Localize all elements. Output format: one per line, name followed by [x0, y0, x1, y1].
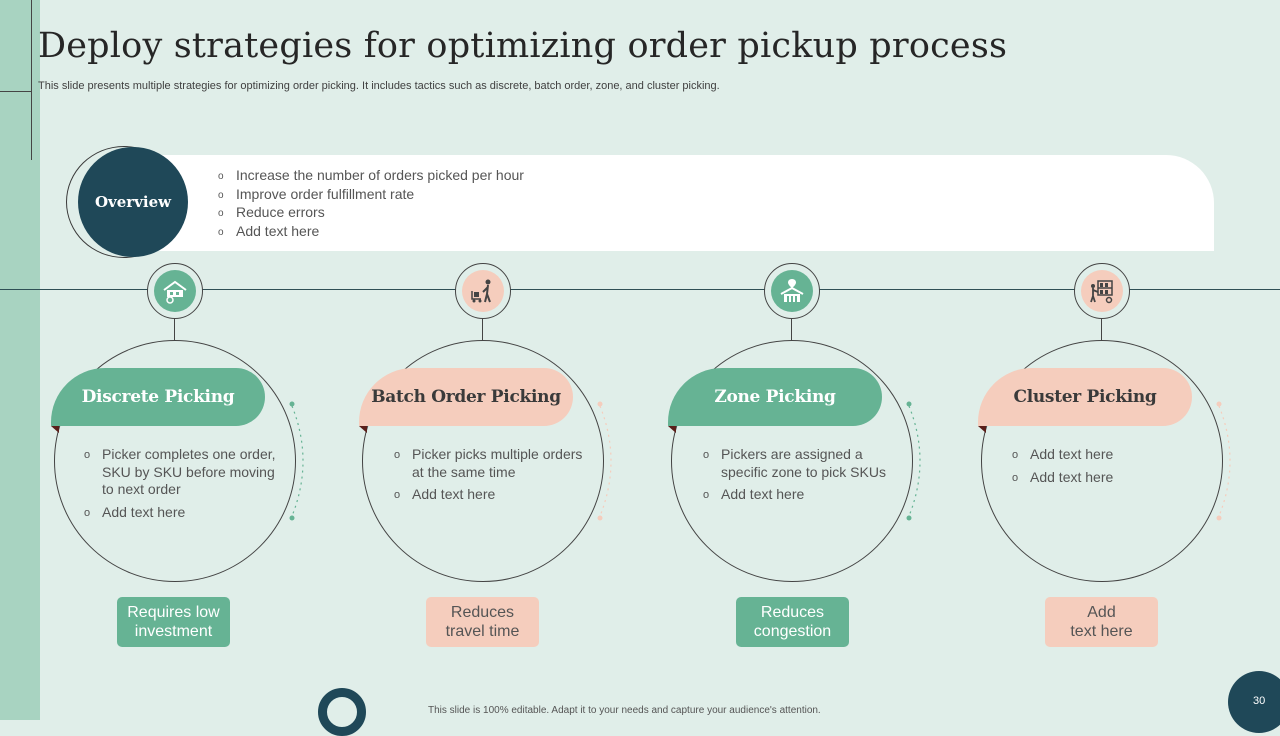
strategy-point: Add text here	[1012, 469, 1208, 487]
corner-vertical-line	[31, 0, 32, 160]
slide-subtitle: This slide presents multiple strategies …	[38, 80, 720, 92]
corner-horizontal-line	[0, 91, 32, 92]
benefit-pill: Requires low investment	[117, 597, 230, 647]
strategy-point: Add text here	[703, 486, 899, 504]
dotted-arc-decoration	[906, 401, 921, 521]
overview-label: Overview	[94, 193, 172, 211]
strategy-title-tab: Zone Picking	[668, 368, 882, 426]
strategy-point: Add text here	[394, 486, 590, 504]
strategy-circle-cluster	[981, 340, 1223, 582]
strategy-stem	[1101, 319, 1102, 341]
strategy-point: Picker picks multiple orders at the same…	[394, 446, 590, 481]
strategy-title-tab: Discrete Picking	[51, 368, 265, 426]
tab-fold	[668, 426, 676, 433]
dotted-arc-decoration	[289, 401, 304, 521]
strategy-points: Pickers are assigned a specific zone to …	[703, 446, 899, 509]
benefit-pill: Add text here	[1045, 597, 1158, 647]
benefit-text: Reduces congestion	[753, 604, 832, 640]
tab-fold	[51, 426, 59, 433]
strategy-point: Picker completes one order, SKU by SKU b…	[84, 446, 280, 499]
page-number: 30	[1253, 695, 1266, 707]
strategy-node-zone	[764, 263, 820, 319]
strategy-node-discrete	[147, 263, 203, 319]
overview-banner	[118, 155, 1214, 251]
tab-fold	[359, 426, 367, 433]
strategy-point: Add text here	[1012, 446, 1208, 464]
strategy-stem	[482, 319, 483, 341]
zone-building-icon	[780, 279, 804, 302]
warehouse-icon	[163, 280, 187, 304]
strategy-title: Discrete Picking	[81, 387, 235, 407]
benefit-pill: Reduces congestion	[736, 597, 849, 647]
strategy-node-cluster	[1074, 263, 1130, 319]
benefit-pill: Reduces travel time	[426, 597, 539, 647]
benefit-text: Add text here	[1070, 604, 1133, 640]
tab-fold	[978, 426, 986, 433]
strategy-point: Add text here	[84, 504, 280, 522]
benefit-text: Reduces travel time	[445, 604, 520, 640]
left-accent-band	[0, 0, 40, 720]
footer-note: This slide is 100% editable. Adapt it to…	[428, 705, 821, 716]
strategy-title: Batch Order Picking	[371, 387, 561, 407]
strategy-stem	[174, 319, 175, 341]
strategy-points: Picker completes one order, SKU by SKU b…	[84, 446, 280, 526]
strategy-circle-zone	[671, 340, 913, 582]
strategy-point: Pickers are assigned a specific zone to …	[703, 446, 899, 481]
dotted-arc-decoration	[1216, 401, 1231, 521]
dotted-arc-decoration	[597, 401, 612, 521]
strategy-circle-discrete	[54, 340, 296, 582]
strategy-title: Cluster Picking	[1013, 387, 1157, 407]
strategy-points: Picker picks multiple orders at the same…	[394, 446, 590, 509]
page-number-badge: 30	[1228, 671, 1280, 733]
strategy-points: Add text here Add text here	[1012, 446, 1208, 491]
strategy-circle-batch	[362, 340, 604, 582]
overview-badge: Overview	[78, 147, 188, 257]
strategy-title-tab: Cluster Picking	[978, 368, 1192, 426]
timeline-line	[0, 289, 1280, 290]
strategy-title-tab: Batch Order Picking	[359, 368, 573, 426]
strategy-title: Zone Picking	[714, 387, 836, 407]
shelf-trolley-icon	[1090, 280, 1113, 304]
strategy-node-batch	[455, 263, 511, 319]
footer-ring-decoration	[318, 688, 366, 736]
slide-title: Deploy strategies for optimizing order p…	[38, 26, 1008, 66]
worker-cart-icon	[471, 279, 491, 303]
strategy-stem	[791, 319, 792, 341]
benefit-text: Requires low investment	[127, 604, 220, 640]
